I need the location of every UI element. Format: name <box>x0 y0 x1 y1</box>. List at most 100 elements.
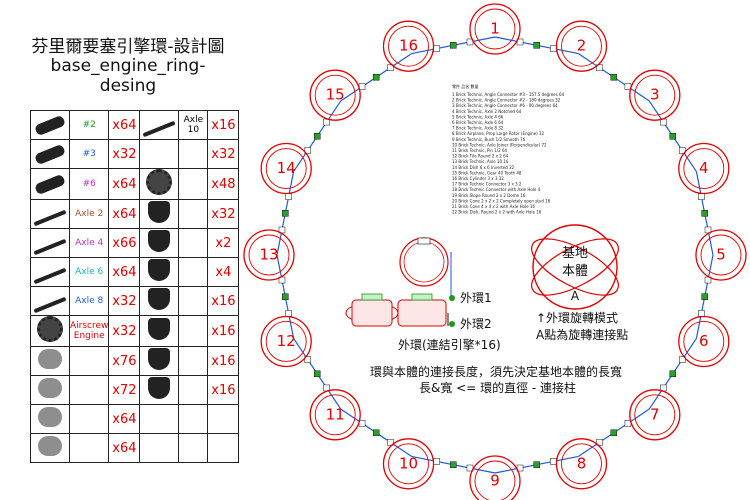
part-image <box>139 110 180 140</box>
part-image <box>30 404 70 434</box>
part-label <box>178 199 209 229</box>
ring-number: 15 <box>326 86 345 104</box>
ring-connector <box>596 438 603 446</box>
parts-list-line: 15 Brick Technic, Gear 40 Tooth 48 <box>452 170 522 175</box>
engine-ring <box>634 74 676 116</box>
parts-list-line: 2 Brick Technic, Angle Connector #2 - 18… <box>452 98 561 103</box>
part-count: x64 <box>108 433 141 463</box>
outer-ring-2-label: 外環2 <box>460 317 492 331</box>
engine-ring <box>469 455 521 500</box>
part-label-text: Axle 8 <box>75 296 104 306</box>
engine-ring <box>555 438 608 490</box>
part-label-text: Axle 6 <box>75 267 104 277</box>
part-label: Axle 4 <box>68 228 110 258</box>
ring-number: 8 <box>577 454 587 472</box>
ring-number: 7 <box>650 405 660 423</box>
ring-connector <box>550 45 557 52</box>
part-count: x64 <box>108 404 141 434</box>
part-icon <box>38 407 62 427</box>
part-label: Axle 10 <box>178 110 209 140</box>
part-count: x16 <box>207 315 240 347</box>
ring-connector <box>387 438 394 446</box>
ring-number: 11 <box>326 405 345 423</box>
ring-connector <box>678 356 686 363</box>
part-label-text: #3 <box>82 149 96 159</box>
engine-pod: 12 <box>260 315 312 368</box>
outer-ring-1-marker <box>449 295 455 301</box>
base-label-2: 本體 <box>562 264 588 279</box>
ring-connector <box>387 64 394 72</box>
length-note-1: 環與本體的連接長度，須先決定基地本體的長寬 <box>370 364 622 379</box>
ring-number: 13 <box>259 246 278 264</box>
engine-pod: 11 <box>309 389 361 441</box>
ring-number: 2 <box>577 37 587 55</box>
part-label-text: #2 <box>82 120 96 130</box>
engine-pod: 2 <box>555 20 608 72</box>
ring-connector <box>313 132 321 140</box>
part-count: x32 <box>108 286 141 316</box>
ring-connector <box>450 42 457 49</box>
ring-connector <box>433 458 440 465</box>
ring-connector <box>282 210 289 217</box>
cone-icon <box>148 377 171 399</box>
page-title: 芬里爾要塞引擎環-設計圖 <box>31 37 225 57</box>
part-count: x48 <box>207 168 240 200</box>
ring-connector <box>610 429 618 437</box>
ring-connector <box>282 293 289 300</box>
ring-number: 1 <box>490 20 500 38</box>
part-image <box>139 375 180 405</box>
engine-pod: 3 <box>629 69 681 121</box>
engine-ring <box>695 229 747 281</box>
engine-ring <box>683 321 725 362</box>
ring-connector <box>678 147 686 154</box>
ring-number: 16 <box>399 37 418 55</box>
part-label: Airscrew Engine <box>68 315 110 347</box>
part-count <box>207 404 240 434</box>
part-count: x4 <box>207 257 240 287</box>
engine-ring <box>678 315 730 368</box>
page-subtitle: base_engine_ring-desing <box>50 56 206 96</box>
parts-list-line: 22 Brick Dish, Round 2 x 2 with Axle Hol… <box>452 210 542 215</box>
connector-icon <box>148 259 171 281</box>
part-count: x76 <box>108 346 141 376</box>
dome-icon <box>148 288 171 310</box>
ring-number: 5 <box>716 246 726 264</box>
engine-pod: 9 <box>469 455 521 500</box>
parts-list-line: 19 Brick Slope Round 2 x 2 Dome 16 <box>452 193 526 198</box>
part-count: x2 <box>207 228 240 258</box>
ring-connector <box>304 356 312 363</box>
parts-list-line: 18 Brick Technic Connector with Axle Hol… <box>452 187 541 192</box>
parts-list-line: 20 Brick Cone 2 x 2 x 2 Completely open … <box>452 198 551 203</box>
engine-pod: 16 <box>382 20 435 72</box>
parts-list-line: 6 Brick Technic, Axle 6 64 <box>452 120 504 125</box>
parts-list-line: 1 Brick Technic, Angle Connector #3 - 15… <box>452 92 565 97</box>
parts-list-line: 4 Brick Technic, Axle 2 Notched 64 <box>452 109 522 114</box>
engine-pod: 5 <box>695 229 747 281</box>
ring-connector <box>285 193 292 200</box>
ring-number: 4 <box>699 159 709 177</box>
ring-number: 10 <box>399 454 418 472</box>
part-label <box>178 346 209 376</box>
engine-pod: 4 <box>678 142 730 195</box>
engine-pod: 10 <box>382 438 435 490</box>
ring-number: 14 <box>277 159 296 177</box>
part-icon <box>38 436 62 456</box>
ring-number: 3 <box>650 86 660 104</box>
outer-ring-connect-label: 外環(連結引擎*16) <box>398 337 501 352</box>
ring-connector <box>701 210 708 217</box>
parts-list-line: 14 Brick Dish 6 x 6 Inverted 32 <box>452 165 515 170</box>
rotation-note-1: ↑外環旋轉模式 <box>536 311 618 325</box>
ring-connector <box>372 73 380 81</box>
engine-pod: 7 <box>629 389 681 441</box>
engine-ring <box>382 438 435 490</box>
part-label <box>178 404 209 434</box>
gear-icon <box>146 169 173 195</box>
part-label <box>68 375 110 405</box>
part-count: x16 <box>207 375 240 405</box>
part-count <box>207 433 240 463</box>
length-note-2: 長&寬 <= 環的直徑 - 連接柱 <box>419 380 576 395</box>
